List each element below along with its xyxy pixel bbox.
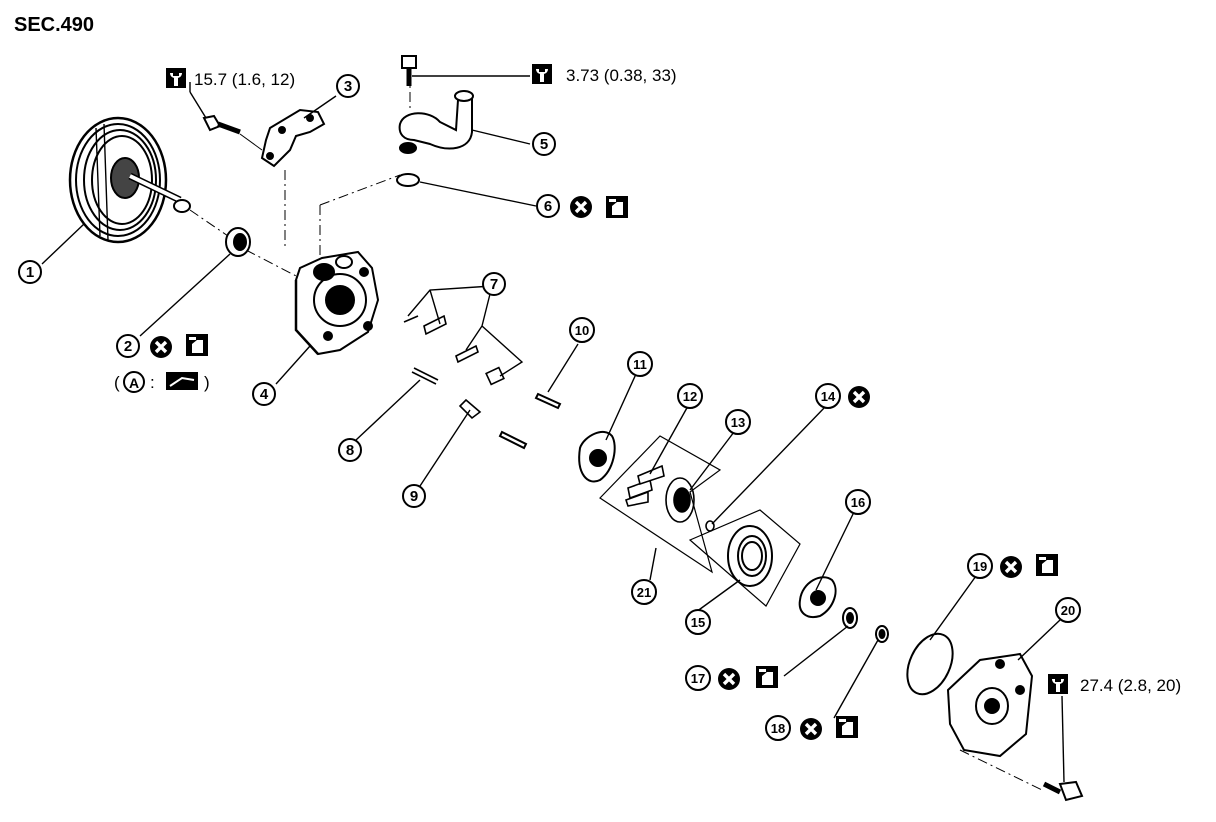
torque-spec-bracket-bolt: 15.7 (1.6, 12)	[194, 70, 296, 89]
callout-20: 20	[1055, 597, 1081, 623]
note-grease: ( A : )	[114, 371, 210, 393]
callout-10-label: 10	[575, 323, 589, 338]
torque-wrench-icon	[1048, 674, 1068, 694]
pump-body	[294, 250, 380, 356]
fluid-icon	[836, 716, 858, 738]
callout-13: 13	[725, 409, 751, 435]
callout-21-label: 21	[637, 585, 651, 600]
note-letter: A	[129, 375, 139, 391]
do-not-reuse-icon	[568, 194, 594, 220]
note-open: (	[114, 373, 120, 392]
callout-1-label: 1	[26, 264, 34, 281]
callout-15-label: 15	[691, 615, 705, 630]
callout-14-label: 14	[821, 389, 836, 404]
callout-9: 9	[402, 484, 426, 508]
do-not-reuse-icon	[798, 716, 824, 742]
o-ring-6	[396, 173, 420, 187]
callout-17-label: 17	[691, 671, 705, 686]
callouts: 1 2 3 4 5 6 7 8 9 10 11 12 13 14 15 16 1…	[18, 74, 1081, 741]
callout-2-label: 2	[124, 338, 132, 355]
callout-3-label: 3	[344, 78, 352, 95]
callout-4-label: 4	[260, 386, 269, 403]
callout-8: 8	[338, 438, 362, 462]
callout-13-label: 13	[731, 415, 745, 430]
oil-seal	[225, 227, 251, 257]
union-bolt	[401, 55, 417, 86]
callout-20-label: 20	[1061, 603, 1075, 618]
callout-16: 16	[845, 489, 871, 515]
callout-21: 21	[631, 579, 657, 605]
callout-18: 18	[765, 715, 791, 741]
fluid-icon	[606, 196, 628, 218]
fluid-icon	[1036, 554, 1058, 576]
callout-19-label: 19	[973, 559, 987, 574]
flow-control-valve	[403, 314, 505, 386]
callout-3: 3	[336, 74, 360, 98]
callout-12: 12	[677, 383, 703, 409]
callout-8-label: 8	[346, 442, 354, 459]
callout-9-label: 9	[410, 488, 418, 505]
callout-11-label: 11	[633, 357, 647, 372]
cam-ring	[727, 525, 773, 587]
pin-14	[705, 520, 715, 532]
o-ring-19	[906, 632, 954, 696]
suction-pipe	[398, 90, 474, 154]
bracket	[260, 108, 326, 168]
section-label: SEC.490	[14, 14, 95, 36]
callout-11: 11	[627, 351, 653, 377]
rear-cover	[946, 652, 1034, 758]
callout-10: 10	[569, 317, 595, 343]
callout-19: 19	[967, 553, 993, 579]
callout-6-label: 6	[544, 198, 552, 215]
note-colon: :	[150, 373, 155, 392]
do-not-reuse-icon	[148, 334, 174, 360]
grease-icon	[166, 372, 198, 390]
pulley	[68, 116, 191, 244]
torque-spec-union-bolt: 3.73 (0.38, 33)	[566, 66, 677, 85]
callout-1: 1	[18, 260, 42, 284]
callout-2: 2	[116, 334, 140, 358]
torque-wrench-icon	[532, 64, 552, 84]
note-close: )	[204, 373, 210, 392]
callout-7-label: 7	[490, 276, 498, 293]
springs	[411, 367, 482, 420]
callout-4: 4	[252, 382, 276, 406]
bracket-bolt	[202, 114, 263, 151]
callout-14: 14	[815, 383, 841, 409]
callout-15: 15	[685, 609, 711, 635]
pins	[498, 392, 562, 450]
do-not-reuse-icon	[716, 666, 742, 692]
side-plate	[578, 430, 616, 483]
seals	[842, 607, 889, 643]
axis-lines	[189, 72, 1043, 791]
callout-7: 7	[482, 272, 506, 296]
callout-6: 6	[536, 194, 560, 218]
do-not-reuse-icon	[998, 554, 1024, 580]
rear-bolt	[1042, 780, 1084, 802]
torque-spec-rear-bolt: 27.4 (2.8, 20)	[1080, 676, 1182, 695]
fluid-icon	[186, 334, 208, 356]
vanes-rotor	[624, 464, 695, 523]
torque-wrench-icon	[166, 68, 186, 88]
leader-lines	[41, 75, 1065, 783]
callout-5-label: 5	[540, 136, 548, 153]
callout-12-label: 12	[683, 389, 697, 404]
callout-18-label: 18	[771, 721, 785, 736]
callout-16-label: 16	[851, 495, 865, 510]
pressure-plate	[798, 576, 837, 618]
fluid-icon	[756, 666, 778, 688]
callout-5: 5	[532, 132, 556, 156]
assembly-outline	[599, 435, 801, 607]
do-not-reuse-icon	[846, 384, 872, 410]
callout-17: 17	[685, 665, 711, 691]
